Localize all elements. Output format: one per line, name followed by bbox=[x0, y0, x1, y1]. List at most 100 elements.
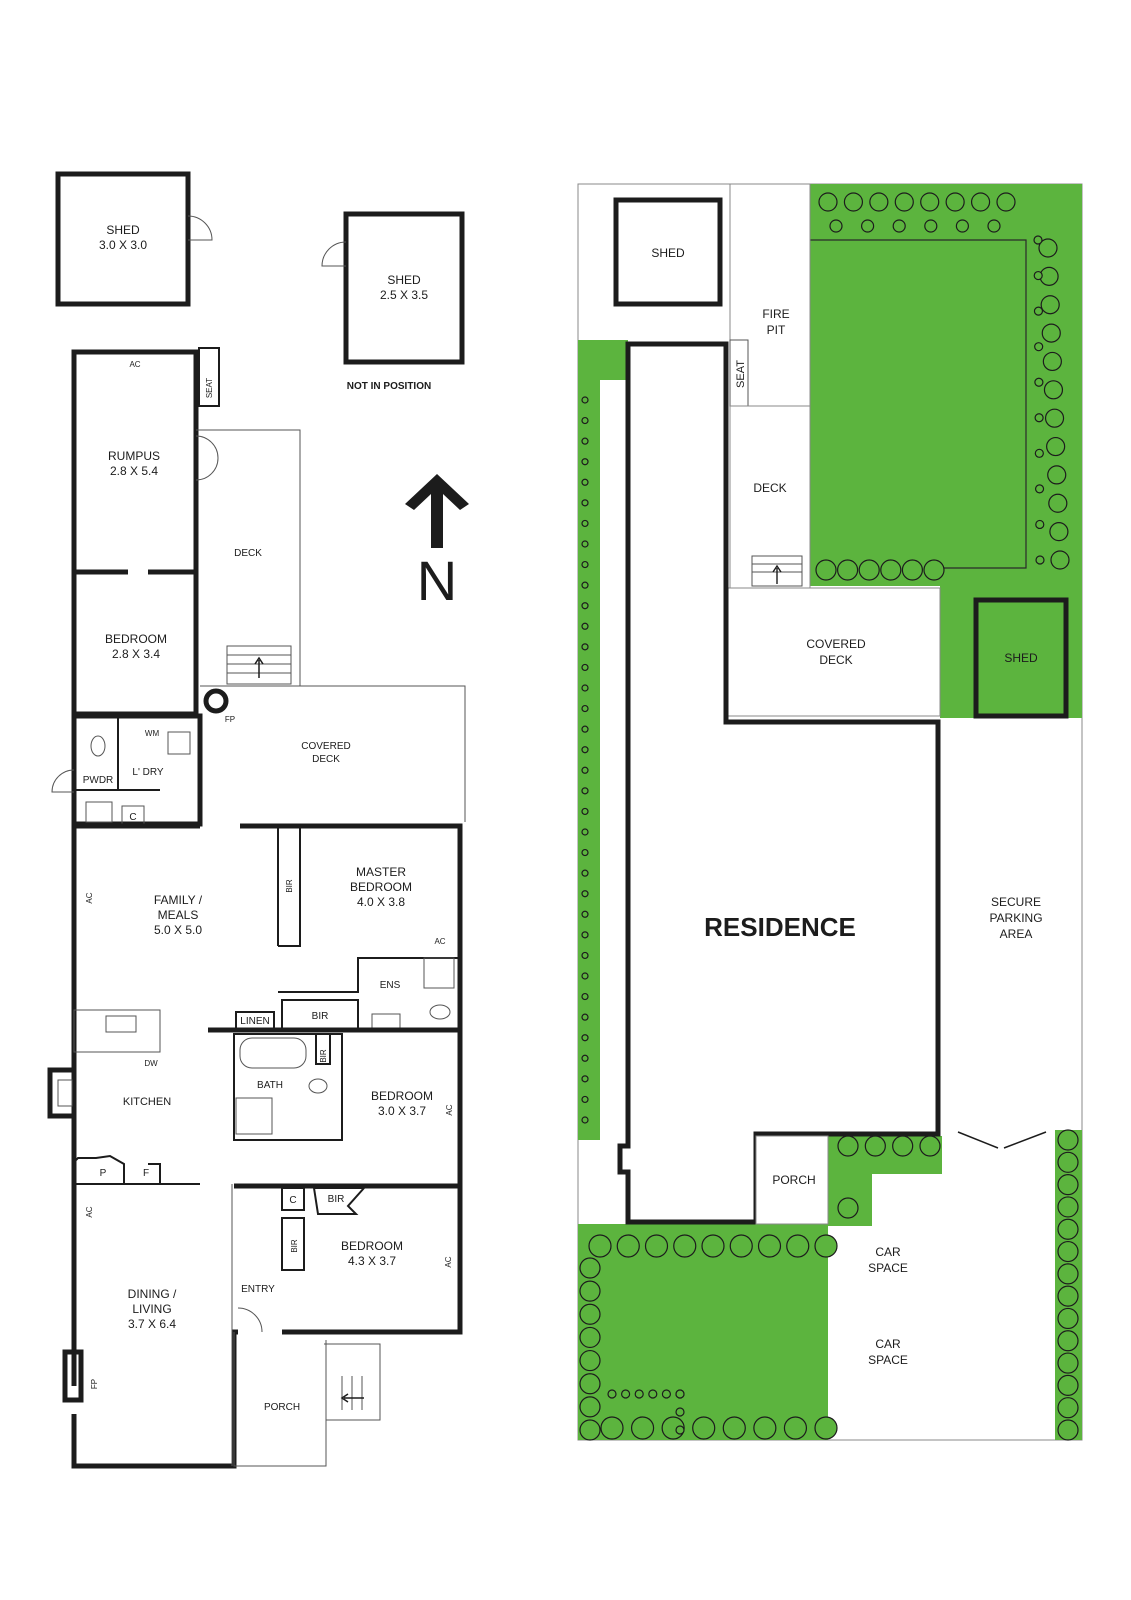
tree-icon bbox=[1038, 238, 1058, 258]
tree-icon bbox=[581, 725, 589, 733]
tree-icon bbox=[955, 219, 970, 233]
tree-icon bbox=[581, 972, 589, 980]
parking-label-2: PARKING bbox=[989, 911, 1042, 925]
tree-icon bbox=[579, 1280, 601, 1302]
trees bbox=[579, 192, 1079, 1441]
tree-icon bbox=[1057, 1240, 1079, 1263]
site-plan: SHED FIRE PIT SEAT DECK COVERED DECK SHE… bbox=[577, 183, 1083, 1441]
site-porch bbox=[755, 1135, 829, 1225]
tree-icon bbox=[1057, 1218, 1079, 1240]
tree-icon bbox=[1057, 1196, 1079, 1218]
tree-icon bbox=[1048, 493, 1068, 513]
bedroom-mid-ac: AC bbox=[445, 1104, 454, 1115]
tree-icon bbox=[814, 1234, 838, 1258]
wm-label: WM bbox=[145, 729, 160, 738]
fridge-label: F bbox=[143, 1168, 149, 1179]
tree-icon bbox=[1033, 306, 1044, 316]
tree-icon bbox=[630, 1416, 655, 1440]
kitchen-sink-icon bbox=[105, 1015, 137, 1033]
seat-box bbox=[198, 347, 220, 407]
entry-door bbox=[237, 1307, 263, 1333]
tree-icon bbox=[675, 1425, 685, 1435]
site-covered-deck-label-2: DECK bbox=[819, 653, 852, 667]
tree-icon bbox=[581, 684, 589, 692]
garden-bed-edge bbox=[810, 239, 1027, 569]
tree-icon bbox=[581, 499, 589, 507]
north-label: N bbox=[417, 549, 457, 612]
bedroom-front-bir-top bbox=[312, 1187, 367, 1215]
pwdr-label: PWDR bbox=[83, 775, 114, 786]
tree-icon bbox=[581, 1054, 589, 1062]
tree-icon bbox=[1043, 380, 1064, 400]
tree-icon bbox=[581, 663, 589, 672]
tree-icon bbox=[579, 1373, 601, 1395]
porch-stairs-arrow-icon bbox=[340, 1393, 364, 1403]
family-label-2: MEALS bbox=[158, 908, 199, 922]
tree-icon bbox=[1057, 1129, 1079, 1151]
tree-icon bbox=[818, 192, 838, 212]
tree-icon bbox=[581, 931, 589, 939]
car-space-1-label-1: CAR bbox=[875, 1245, 901, 1259]
tree-icon bbox=[1057, 1397, 1079, 1419]
kitchen-island bbox=[73, 1009, 161, 1053]
tree-icon bbox=[675, 1389, 685, 1399]
master-bir bbox=[277, 826, 301, 947]
tree-icon bbox=[837, 1197, 859, 1219]
tree-icon bbox=[864, 1135, 886, 1157]
pwdr-basin-icon bbox=[85, 801, 113, 823]
bir-mid-label: BIR bbox=[312, 1011, 329, 1022]
tree-icon bbox=[581, 396, 589, 404]
dining-ac: AC bbox=[85, 1206, 94, 1217]
tree-icon bbox=[1041, 323, 1061, 343]
tree-icon bbox=[581, 1116, 589, 1124]
main-house-outer-walls bbox=[71, 823, 463, 1469]
parking-label-3: AREA bbox=[1000, 927, 1033, 941]
site-covered-deck-label-1: COVERED bbox=[806, 637, 866, 651]
kitchen-label: KITCHEN bbox=[123, 1096, 171, 1108]
bedroom-front-cupboard-label: C bbox=[289, 1195, 296, 1206]
master-bir-label: BIR bbox=[285, 879, 294, 893]
tree-icon bbox=[581, 478, 589, 486]
tree-icon bbox=[923, 559, 945, 581]
rumpus-ac: AC bbox=[129, 360, 140, 369]
tree-icon bbox=[814, 1416, 838, 1440]
rumpus-dims: 2.8 X 5.4 bbox=[110, 464, 158, 478]
site-deck-label: DECK bbox=[753, 481, 786, 495]
porch-label: PORCH bbox=[264, 1402, 300, 1413]
tree-icon bbox=[648, 1389, 658, 1399]
cooktop-icon bbox=[57, 1079, 73, 1107]
site-covered-deck bbox=[725, 587, 941, 717]
dw-label: DW bbox=[144, 1059, 158, 1068]
tree-icon bbox=[757, 1234, 782, 1258]
tree-icon bbox=[692, 1416, 716, 1440]
site-seat-label: SEAT bbox=[735, 360, 747, 388]
tree-icon bbox=[1057, 1285, 1079, 1307]
car-space-2-label-2: SPACE bbox=[868, 1353, 908, 1367]
bathtub-icon bbox=[239, 1037, 307, 1069]
tree-icon bbox=[924, 219, 938, 233]
rumpus-double-door bbox=[195, 435, 219, 481]
tree-icon bbox=[581, 643, 589, 651]
bedroom-front-ac: AC bbox=[444, 1256, 453, 1267]
master-label-1: MASTER bbox=[356, 865, 406, 879]
ensuite-basin-icon bbox=[371, 1013, 401, 1029]
tree-icon bbox=[1049, 522, 1069, 542]
tree-icon bbox=[581, 560, 589, 569]
tree-icon bbox=[1034, 448, 1044, 458]
tree-icon bbox=[1057, 1151, 1079, 1173]
site-shed-side-label: SHED bbox=[1004, 651, 1038, 665]
shed-left-dims: 3.0 X 3.0 bbox=[99, 238, 147, 252]
tree-icon bbox=[588, 1234, 612, 1258]
rumpus-label: RUMPUS bbox=[108, 449, 160, 463]
tree-icon bbox=[970, 192, 991, 212]
tree-icon bbox=[1044, 408, 1065, 428]
tree-icon bbox=[945, 192, 965, 212]
tree-icon bbox=[581, 992, 589, 1001]
pantry-fridge-walls bbox=[73, 1154, 200, 1185]
fire-pit-label-2: PIT bbox=[767, 323, 786, 337]
floor-plan: SHED 3.0 X 3.0 SHED 2.5 X 3.5 NOT IN POS… bbox=[47, 171, 469, 1469]
north-arrow-icon bbox=[405, 474, 469, 548]
car-space-1-label-2: SPACE bbox=[868, 1261, 908, 1275]
tree-icon bbox=[581, 540, 589, 548]
tree-icon bbox=[1042, 351, 1062, 372]
